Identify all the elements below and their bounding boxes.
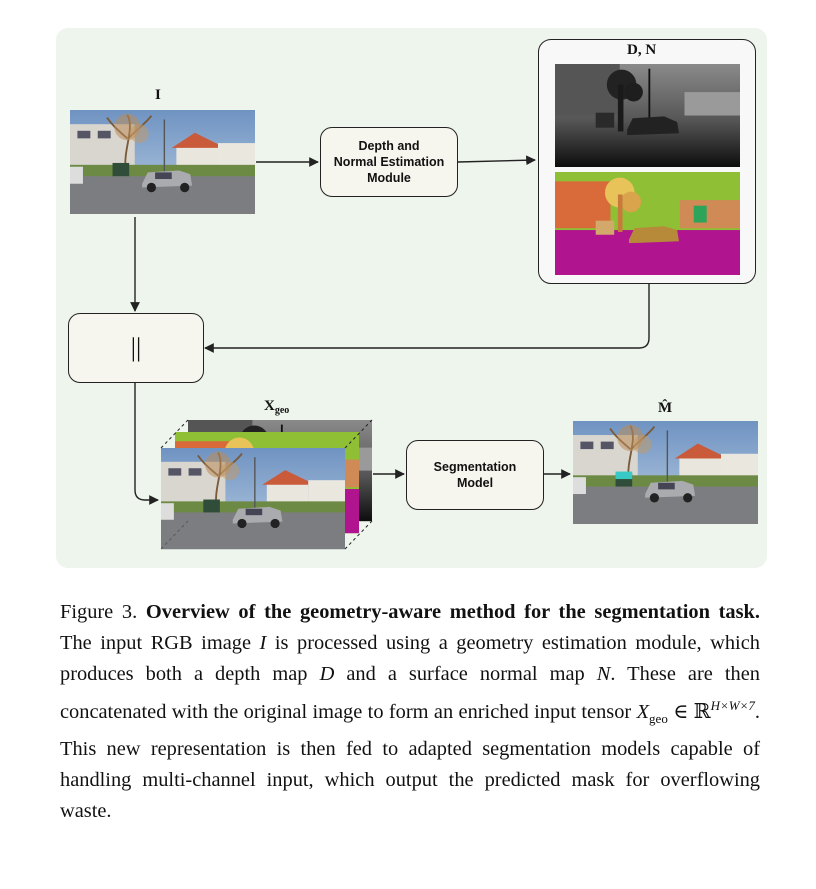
waste-mask-overlay	[615, 471, 633, 480]
depth-module-line1: Depth and	[358, 139, 420, 153]
input-image	[70, 110, 255, 214]
caption-text-4: . These are then concatenated with the o…	[60, 663, 760, 723]
figure-caption: Figure 3. Overview of the geometry-aware…	[60, 597, 760, 827]
depth-map-image	[555, 64, 740, 167]
normal-map-image	[555, 172, 740, 275]
depth-module-line3: Module	[367, 171, 411, 185]
figure-number: Figure 3.	[60, 601, 138, 623]
math-in: ∈ ℝ	[673, 700, 711, 723]
xgeo-stack	[160, 419, 373, 551]
mask-label: M̂	[658, 400, 673, 416]
xgeo-rgb-layer	[160, 447, 346, 551]
dn-label: D, N	[627, 42, 657, 58]
concat-symbol: ||	[130, 333, 142, 362]
var-x-sub: geo	[649, 710, 668, 726]
concatenation-box: ||	[68, 313, 204, 383]
input-label: I	[155, 87, 161, 103]
arrow-dn-to-concat	[204, 284, 650, 353]
xgeo-label-sub: geo	[274, 405, 290, 416]
var-d: D	[319, 663, 335, 685]
seg-model-line2: Model	[456, 476, 494, 490]
arrow-concat-to-xgeo	[134, 383, 159, 505]
var-x: X	[636, 700, 650, 723]
var-n: N	[596, 663, 611, 685]
predicted-mask-image	[573, 421, 758, 524]
segmentation-model-box: Segmentation Model	[406, 440, 544, 510]
caption-text-2: is processed using a geometry estimation…	[60, 632, 760, 685]
caption-text-1: The input RGB image	[60, 632, 251, 654]
xgeo-label: Xgeo	[264, 398, 290, 416]
depth-normal-module-box: Depth and Normal Estimation Module	[320, 127, 458, 197]
arrow-depth-to-dn	[457, 155, 536, 166]
caption-title: Overview of the geometry-aware method fo…	[145, 601, 760, 623]
xgeo-label-main: X	[264, 398, 275, 414]
var-i: I	[259, 632, 267, 654]
depth-module-line2: Normal Estimation	[333, 155, 445, 169]
caption-text-3: and a surface normal map	[346, 663, 585, 685]
math-sup: H×W×7	[710, 698, 755, 713]
seg-model-line1: Segmentation	[433, 460, 517, 474]
caption-text-5: . This new representation is then fed to…	[60, 700, 760, 822]
